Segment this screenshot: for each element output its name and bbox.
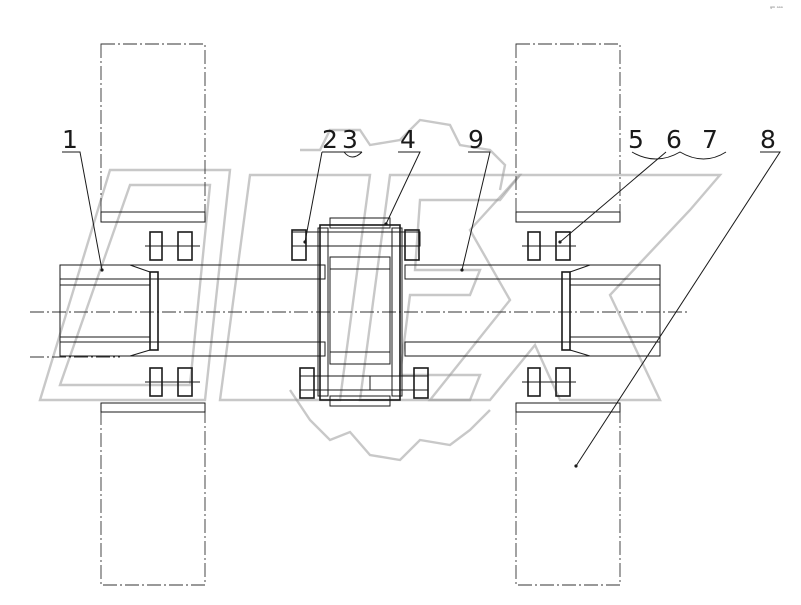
wheel-outlines xyxy=(100,43,621,586)
coupling xyxy=(291,217,429,407)
part-label-8: 8 xyxy=(760,125,776,154)
hub-bolts xyxy=(145,231,576,397)
wheel-outline-bottom-right xyxy=(515,402,621,586)
wheel-outline-top-left xyxy=(100,43,206,223)
part-label-1: 1 xyxy=(62,125,78,154)
part-label-2: 2 xyxy=(322,125,338,154)
leader-lines xyxy=(62,151,781,468)
part-label-7: 7 xyxy=(702,125,718,154)
part-label-6: 6 xyxy=(666,125,682,154)
part-label-5: 5 xyxy=(628,125,644,154)
watermark-logo xyxy=(38,118,723,462)
part-label-3: 3 xyxy=(342,125,358,154)
shaft-tube xyxy=(59,264,661,357)
part-label-9: 9 xyxy=(468,125,484,154)
part-label-4: 4 xyxy=(400,125,416,154)
wheel-outline-bottom-left xyxy=(100,402,206,586)
corner-mark: ᵍᵐ ᵒᵒᵒ xyxy=(770,6,783,12)
wheel-outline-top-right xyxy=(515,43,621,223)
